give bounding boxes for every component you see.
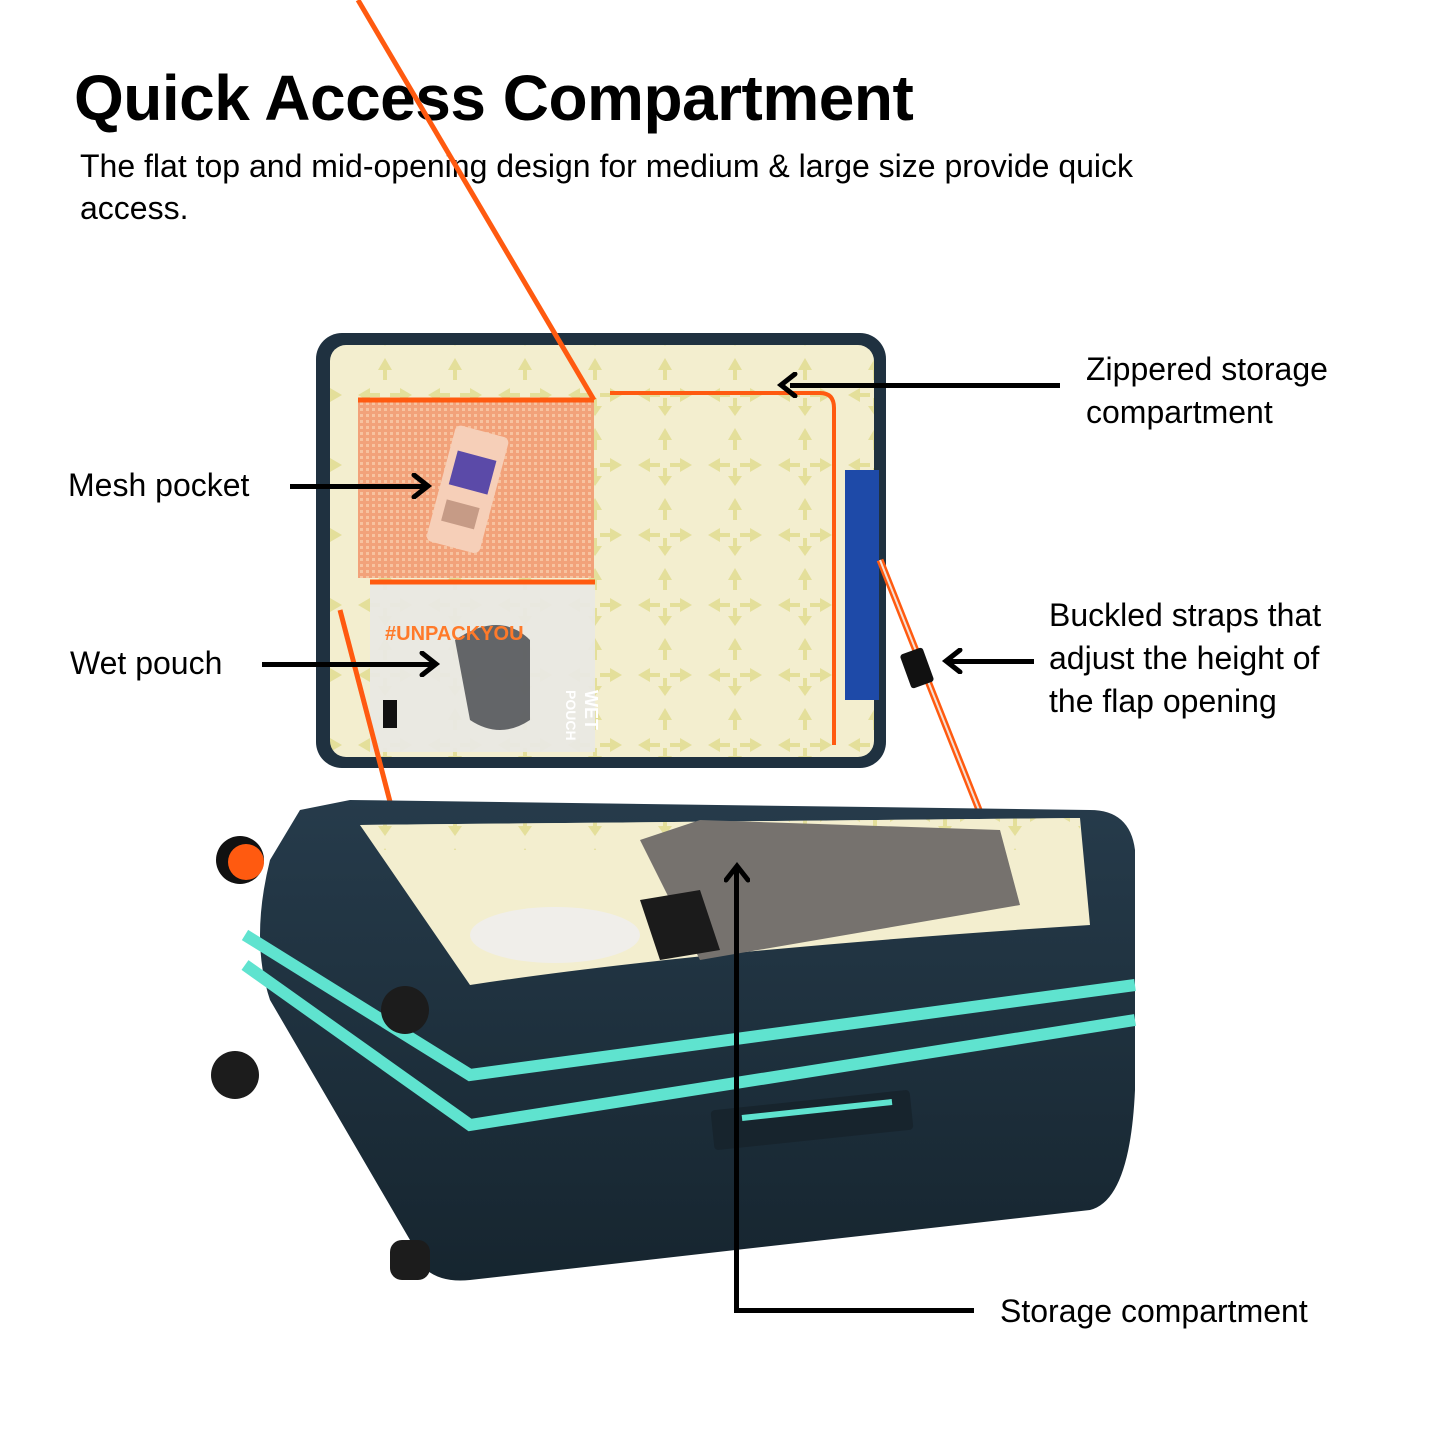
suitcase-lid: #UNPACKYOU WET POUCH [316,0,989,841]
callout-mesh-pocket: Mesh pocket [68,467,250,503]
arrow-right-icon [419,651,441,677]
pouch-print: POUCH [563,690,579,741]
page-subtitle: The flat top and mid-opening design for … [80,148,1134,226]
hashtag-print: #UNPACKYOU [385,623,524,645]
arrow-left-icon [776,372,798,398]
suitcase-body [211,800,1136,1281]
callout-buckled-straps: Buckled straps that adjust the height of… [1049,597,1322,719]
arrow-right-icon [411,473,433,499]
callout-storage-compartment: Storage compartment [1000,1293,1308,1329]
page-title: Quick Access Compartment [74,62,914,134]
wet-pouch-print: WET [581,690,601,730]
callout-zippered-storage: Zippered storage compartment [1086,351,1328,430]
mesh-leader-line [290,484,425,489]
callout-wet-pouch: Wet pouch [70,645,223,681]
storage-leader-vertical [734,866,739,1312]
buckled-leader-line [946,659,1034,664]
wet-leader-line [262,662,432,667]
zippered-leader-line [790,383,1060,388]
storage-leader-horizontal [734,1308,974,1313]
